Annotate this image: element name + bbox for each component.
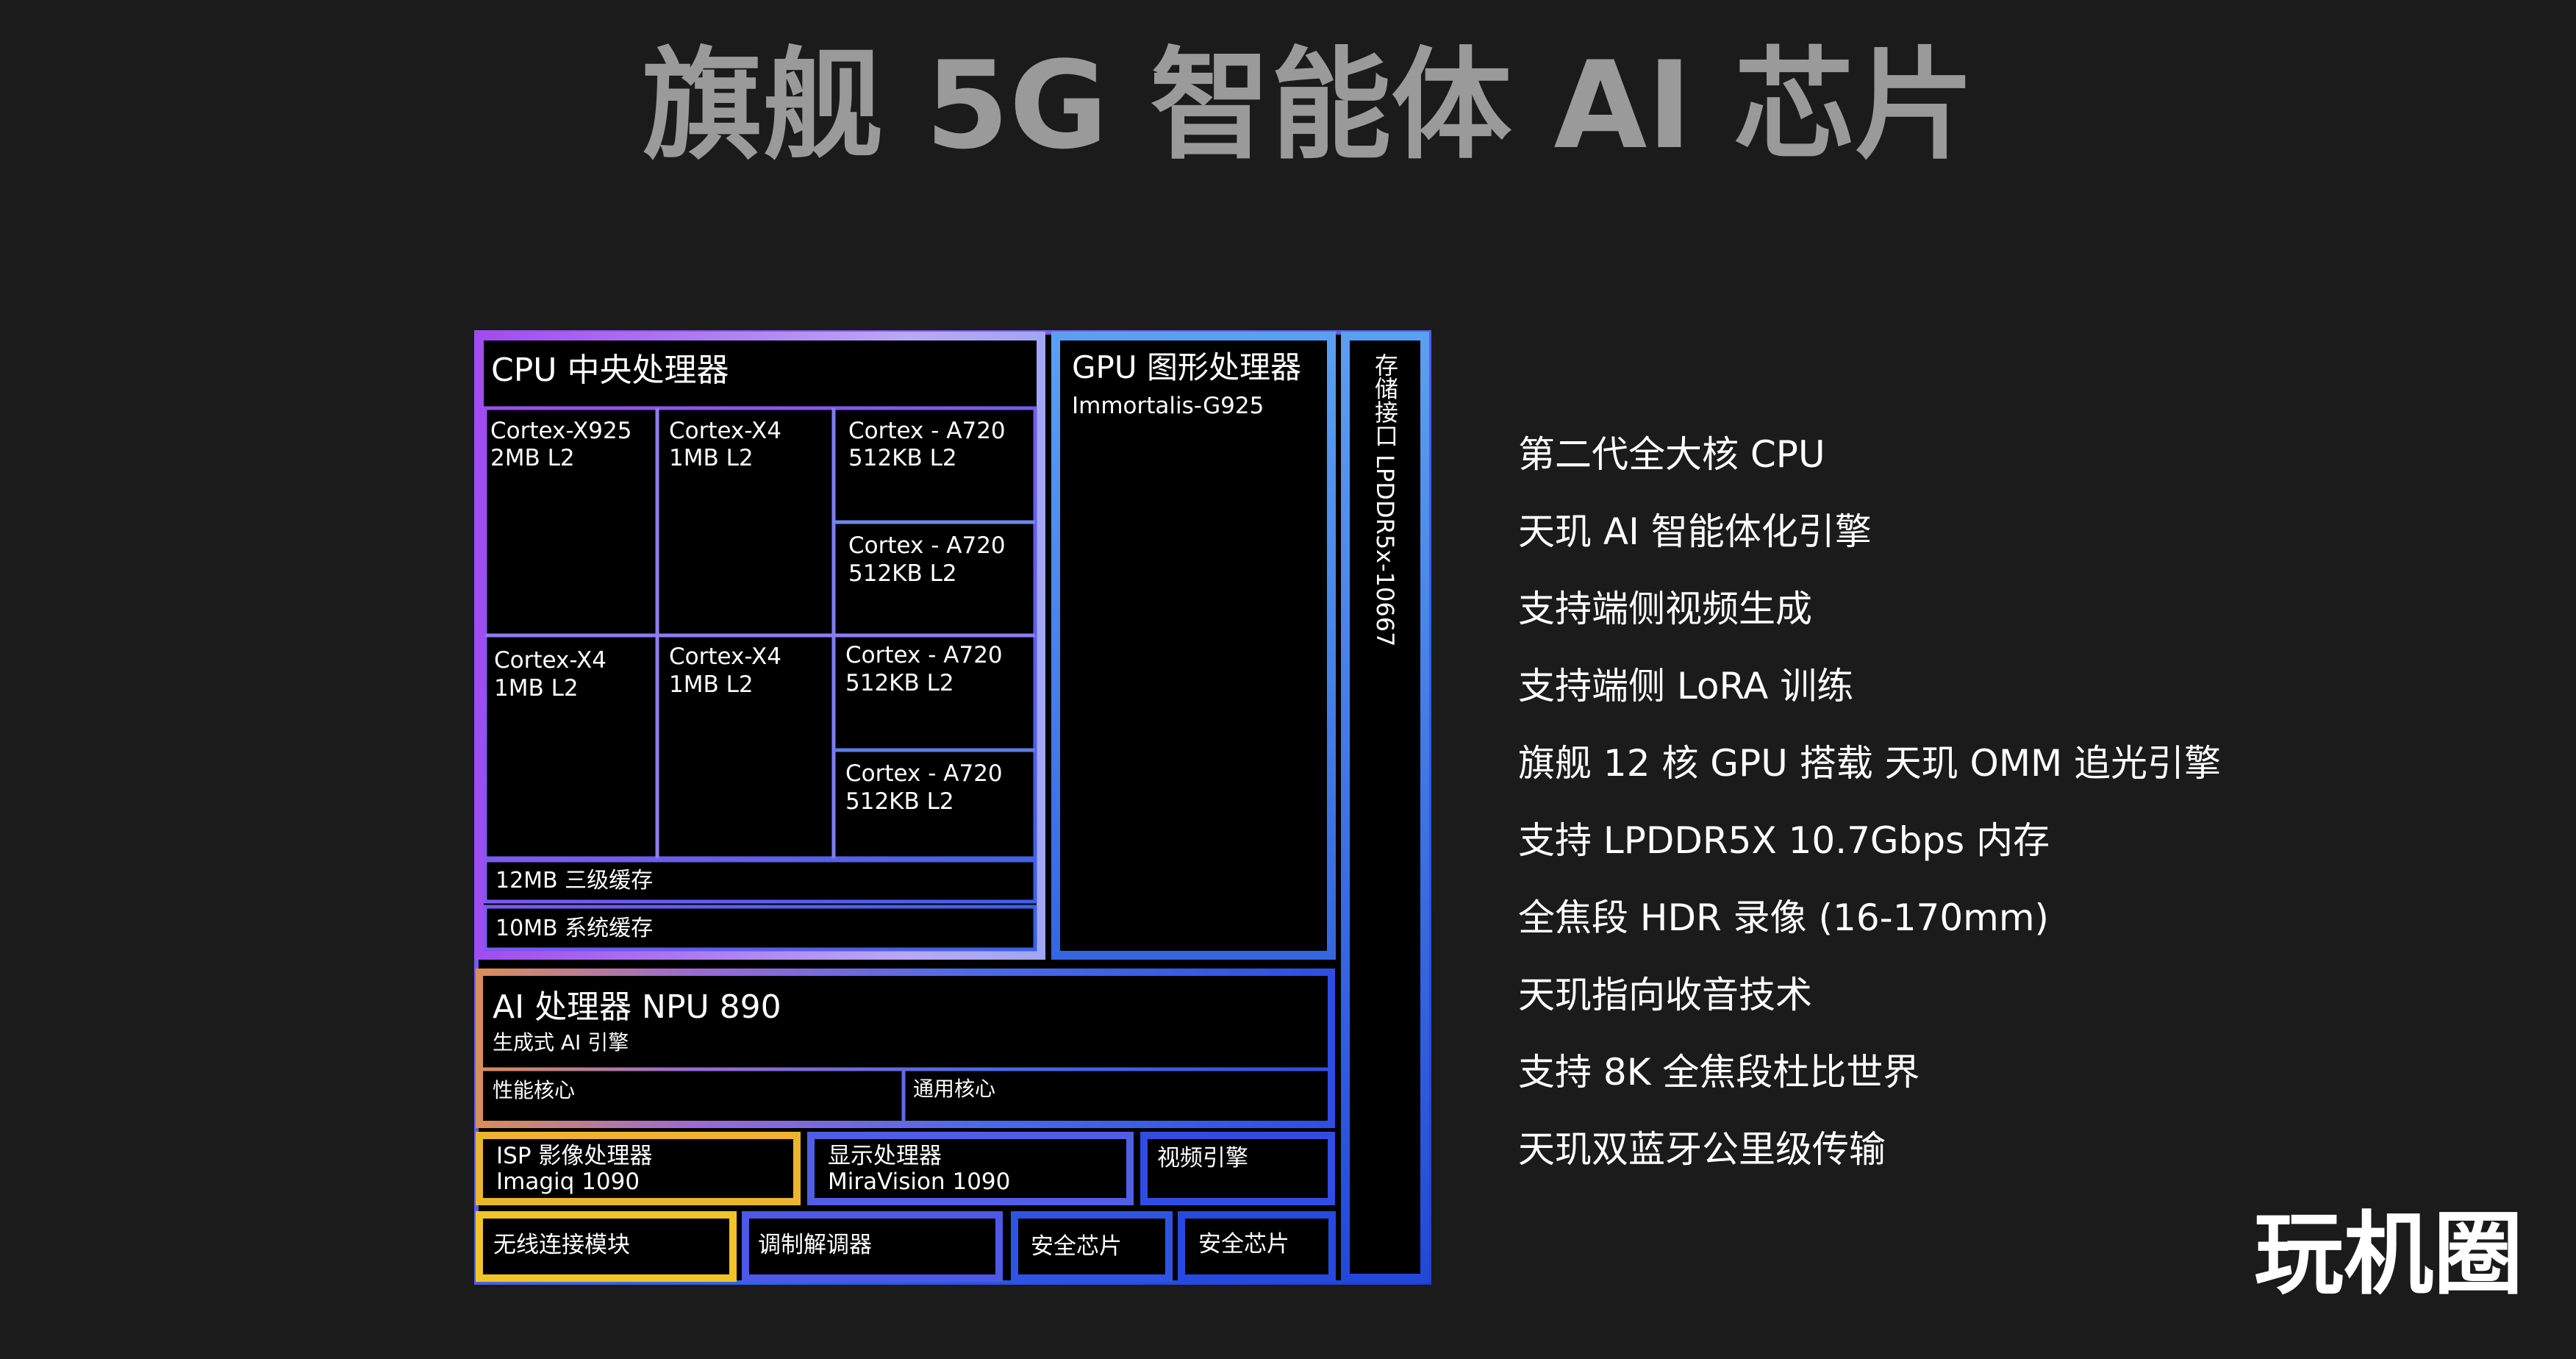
display-model: MiraVision 1090 [828,1169,1010,1195]
npu-block: AI 处理器 NPU 890 生成式 AI 引擎 性能核心 通用核心 [476,969,1335,1128]
gpu-model: Immortalis-G925 [1072,393,1264,419]
feature-list: 第二代全大核 CPU 天玑 AI 智能体化引擎 支持端侧视频生成 支持端侧 Lo… [1518,433,2221,1171]
video-label: 视频引擎 [1157,1145,1248,1171]
cpu-core: Cortex - A720 512KB L2 [848,532,1006,587]
core-name: Cortex - A720 [845,642,1003,668]
core-name: Cortex - A720 [848,532,1006,559]
display-processor-block: 显示处理器 MiraVision 1090 [807,1132,1134,1205]
isp-model: Imagiq 1090 [496,1169,640,1195]
cpu-core: Cortex-X4 1MB L2 [669,643,781,698]
core-cache: 1MB L2 [669,445,754,471]
memory-interface-label: 存储接口 LPDDR5x-10667 [1371,353,1399,646]
cpu-core: Cortex-X4 1MB L2 [494,647,607,702]
npu-label: AI 处理器 NPU 890 [493,988,781,1026]
page-title: 旗舰 5G 智能体 AI 芯片 [642,35,1975,176]
core-cache: 512KB L2 [845,788,954,815]
security-label: 安全芯片 [1031,1233,1122,1260]
video-engine-block: 视频引擎 [1140,1132,1335,1205]
core-name: Cortex-X4 [669,418,781,444]
core-cache: 2MB L2 [490,445,575,471]
wireless-block: 无线连接模块 [476,1211,737,1282]
feature-item: 天玑 AI 智能体化引擎 [1518,510,1872,553]
cpu-core: Cortex-X925 2MB L2 [490,418,632,471]
modem-label: 调制解调器 [758,1232,872,1258]
feature-item: 支持 LPDDR5X 10.7Gbps 内存 [1518,819,2050,862]
cpu-core-grid [483,406,1037,860]
isp-outline [476,1132,801,1205]
security-outline [1178,1211,1336,1282]
security-chip-block: 安全芯片 [1178,1211,1336,1282]
wireless-outline [476,1211,737,1282]
core-cache: 512KB L2 [845,670,954,696]
core-name: Cortex-X4 [494,647,607,674]
display-label: 显示处理器 [828,1143,942,1169]
modem-block: 调制解调器 [742,1211,1003,1282]
security-chip-block: 安全芯片 [1011,1211,1173,1282]
npu-sub: 生成式 AI 引擎 [493,1030,629,1055]
l3-cache-label: 12MB 三级缓存 [495,868,653,893]
security-label: 安全芯片 [1198,1231,1289,1258]
watermark: 玩机圈 [2254,1202,2523,1307]
cpu-core: Cortex - A720 512KB L2 [848,418,1006,471]
cpu-label: CPU 中央处理器 [491,352,729,389]
chip-diagram: CPU 中央处理器 Cortex-X925 2MB L2 Cortex-X4 1… [474,330,1431,1285]
gpu-block: GPU 图形处理器 Immortalis-G925 [1051,332,1336,960]
feature-item: 天玑指向收音技术 [1518,974,1812,1016]
gpu-outline [1051,332,1336,960]
feature-item: 旗舰 12 核 GPU 搭载 天玑 OMM 追光引擎 [1518,742,2221,785]
feature-item: 第二代全大核 CPU [1518,433,1825,476]
core-cache: 1MB L2 [494,675,579,702]
system-cache-label: 10MB 系统缓存 [495,916,653,941]
core-cache: 512KB L2 [848,445,957,471]
memory-interface-block: 存储接口 LPDDR5x-10667 [1341,332,1429,1283]
feature-item: 支持端侧视频生成 [1518,588,1812,630]
core-cache: 1MB L2 [669,671,754,698]
display-outline [807,1132,1134,1205]
isp-block: ISP 影像处理器 Imagiq 1090 [476,1132,801,1205]
video-outline [1140,1132,1335,1205]
system-cache [483,905,1037,952]
feature-item: 天玑双蓝牙公里级传输 [1518,1128,1886,1171]
isp-label: ISP 影像处理器 [496,1143,652,1169]
feature-item: 全焦段 HDR 录像 (16-170mm) [1518,896,2049,939]
l3-cache [483,858,1037,904]
core-name: Cortex-X925 [490,418,632,444]
memory-outline [1341,332,1429,1283]
security-outline [1011,1211,1173,1282]
core-cache: 512KB L2 [848,560,957,587]
core-name: Cortex - A720 [848,418,1006,444]
wireless-label: 无线连接模块 [493,1232,630,1258]
npu-performance-core: 性能核心 [493,1078,575,1102]
cpu-outline [475,332,1045,960]
gpu-label: GPU 图形处理器 [1072,349,1301,385]
core-name: Cortex - A720 [845,760,1003,787]
cpu-core: Cortex - A720 512KB L2 [845,760,1003,815]
core-name: Cortex-X4 [669,643,781,670]
cpu-block: CPU 中央处理器 Cortex-X925 2MB L2 Cortex-X4 1… [475,332,1045,960]
feature-item: 支持端侧 LoRA 训练 [1518,665,1853,707]
cpu-core: Cortex - A720 512KB L2 [845,642,1003,696]
feature-item: 支持 8K 全焦段杜比世界 [1518,1051,1920,1094]
npu-general-core: 通用核心 [913,1077,995,1101]
modem-outline [742,1211,1003,1282]
cpu-core: Cortex-X4 1MB L2 [669,418,781,471]
